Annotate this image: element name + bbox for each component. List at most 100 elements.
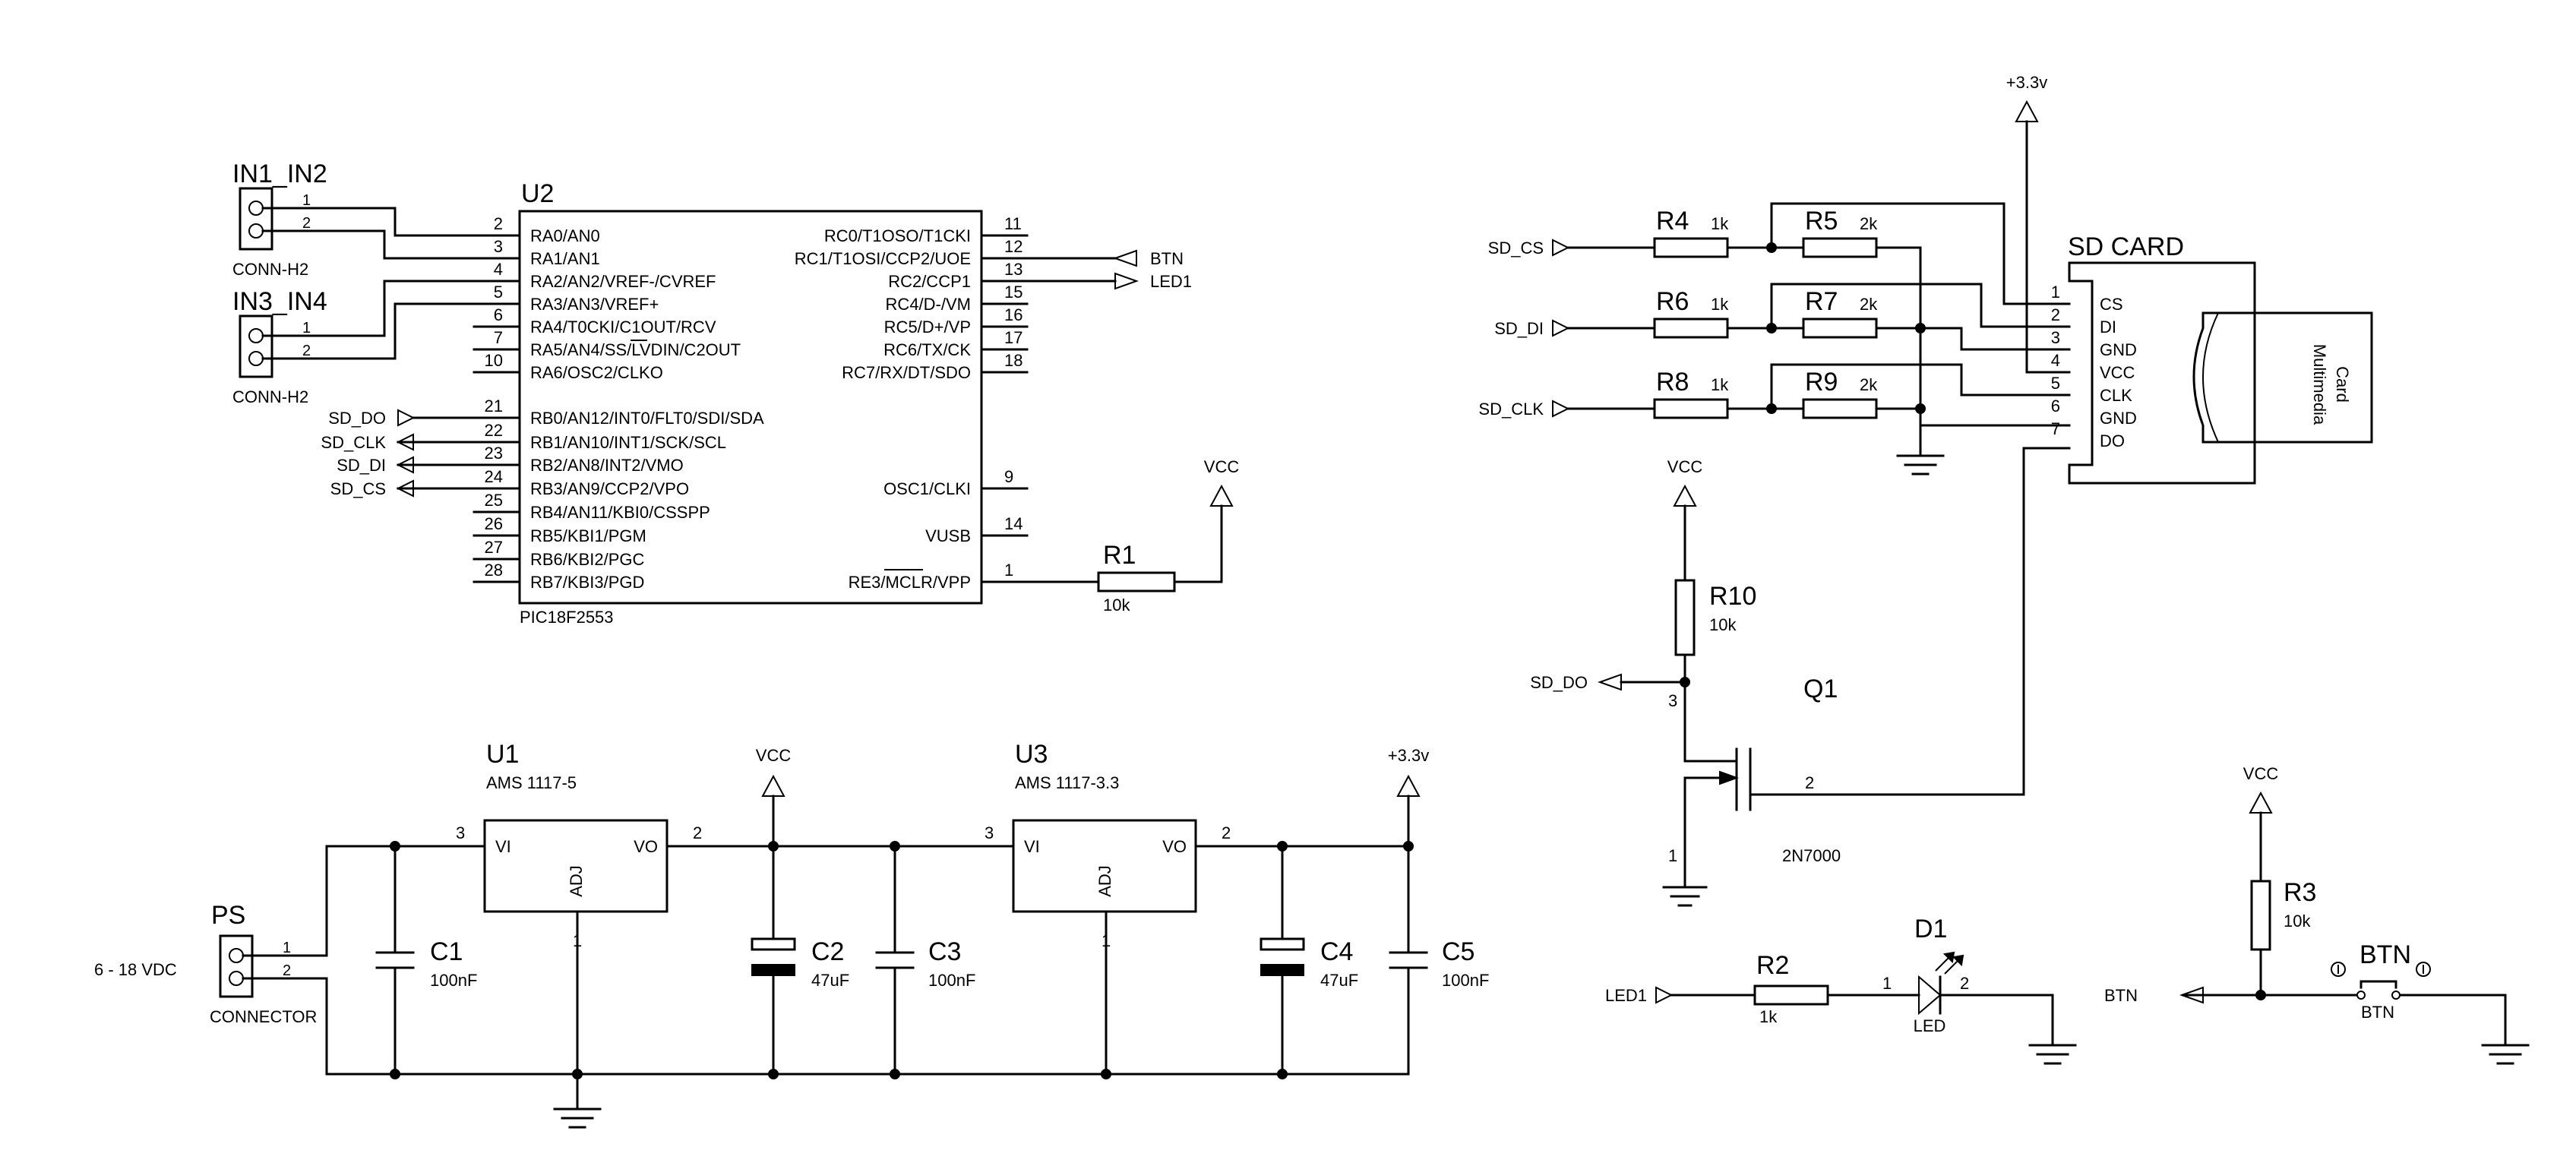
- pin-label: OSC1/CLKI: [883, 479, 971, 498]
- net-flag: [1552, 400, 1570, 418]
- net-label-sd-clk: SD_CLK: [321, 433, 386, 452]
- vcc-label: VCC: [2243, 764, 2279, 783]
- pin-hole: [248, 351, 264, 366]
- u2-left-pin-numbers: 2 3 4 5 6 7 10 21 22 23 24 25 26 27 28: [485, 214, 503, 580]
- pin-number: 22: [485, 421, 503, 440]
- u3-adj: ADJ: [1095, 865, 1114, 897]
- pin-label: RA5/AN4/SS/LVDIN/C2OUT: [530, 340, 741, 359]
- c4-value: 47uF: [1320, 971, 1358, 990]
- sd-pin-label: CLK: [2100, 386, 2132, 405]
- regulator-u1: U1 AMS 1117-5 VI VO ADJ 3 2 1: [456, 740, 702, 1076]
- net-label-sd-di: SD_DI: [1494, 319, 1544, 338]
- vcc-label: VCC: [756, 746, 792, 765]
- pin-number: 3: [494, 237, 503, 256]
- net-label-sd-di: SD_DI: [337, 456, 386, 475]
- pin-number: 23: [485, 444, 503, 463]
- u2-ref: U2: [521, 179, 554, 208]
- net-label-sd-cs: SD_CS: [1488, 239, 1544, 258]
- u2-left-pin-labels: RA0/AN0 RA1/AN1 RA2/AN2/VREF-/CVREF RA3/…: [530, 226, 764, 592]
- r6-ref: R6: [1656, 287, 1689, 316]
- capacitor-c4: C4 47uF: [1260, 845, 1358, 1076]
- junction-dots: [390, 841, 1414, 1079]
- pin-label: RB6/KBI2/PGC: [530, 550, 645, 569]
- mosfet-arrow-icon: [1719, 770, 1739, 785]
- r2-value: 1k: [1759, 1007, 1778, 1026]
- u1-vi: VI: [495, 837, 511, 856]
- capacitor-c3: C3 100nF: [875, 845, 975, 1076]
- in12-ref: IN1_IN2: [232, 160, 327, 188]
- pin-number: 2: [283, 962, 291, 979]
- sd-pin-number: 2: [2051, 305, 2060, 324]
- r6-value: 1k: [1711, 295, 1729, 314]
- vcc-label: VCC: [1667, 457, 1703, 476]
- pin-label: RA0/AN0: [530, 226, 600, 245]
- u2-right-pin-labels: RC0/T1OSO/T1CKI RC1/T1OSI/CCP2/UOE RC2/C…: [795, 226, 972, 592]
- net-flag: [397, 409, 416, 427]
- net-flag: [1114, 272, 1139, 290]
- u2-part: PIC18F2553: [520, 608, 614, 627]
- d1-ref: D1: [1914, 915, 1947, 943]
- net-flag: [1113, 249, 1137, 267]
- sd-pin-label: CS: [2100, 295, 2123, 314]
- pin-number: 18: [1004, 351, 1022, 370]
- r9-value: 2k: [1860, 375, 1878, 394]
- pin-number: 24: [485, 467, 503, 486]
- pin-label: RC5/D+/VP: [884, 318, 971, 337]
- pin-number: 1: [1668, 846, 1677, 865]
- pin-number: 3: [1668, 691, 1677, 710]
- pin-hole: [229, 971, 244, 986]
- pin-number: 2: [693, 823, 702, 842]
- r2-ref: R2: [1756, 951, 1789, 980]
- pin-number: 27: [485, 538, 503, 557]
- pin-number: 16: [1004, 305, 1022, 324]
- transistor-q1: VCC R10 10k SD_DO 3 2 1 Q1 2N7000: [1530, 457, 1841, 907]
- vcc-arrow-icon: [1673, 484, 1697, 507]
- c2-ref: C2: [811, 937, 844, 966]
- pin-number: 25: [485, 491, 503, 510]
- c2-value: 47uF: [811, 971, 849, 990]
- pin-hole: [248, 328, 264, 343]
- u3-vo: VO: [1162, 837, 1187, 856]
- resistor-r1: VCC R1 10k: [1026, 457, 1239, 615]
- sd-pin-label: DO: [2100, 431, 2125, 450]
- sd-card-section: SD CARD Multimedia Card CS DI GND VCC CL…: [1478, 73, 2373, 796]
- pin-label: RB1/AN10/INT1/SCK/SCL: [530, 433, 726, 452]
- regulator-u3: U3 AMS 1117-3.3 VI VO ADJ 3 2 1: [985, 740, 1231, 1076]
- vcc-arrow-icon: [761, 774, 785, 797]
- r7-value: 2k: [1860, 295, 1878, 314]
- switch-contact: [2356, 991, 2366, 1000]
- pin-label: VUSB: [925, 526, 971, 545]
- card-slot-edge: [2202, 312, 2219, 443]
- u2-sd-net-labels: SD_DO SD_CLK SD_DI SD_CS: [321, 409, 476, 498]
- light-arrow-icon: [1952, 954, 1964, 967]
- pin-label: RC2/CCP1: [888, 272, 971, 291]
- r5-value: 2k: [1860, 214, 1878, 233]
- led-d1: LED1 R2 1k D1 LED 1 2: [1605, 915, 2077, 1065]
- u1-vo: VO: [634, 837, 658, 856]
- microcontroller-u2: U2 PIC18F2553 2 3 4 5 6 7: [473, 179, 1029, 627]
- v33-arrow-icon: [1396, 774, 1421, 797]
- pin-label: RB0/AN12/INT0/FLT0/SDI/SDA: [530, 409, 764, 428]
- pin-label: RA4/T0CKI/C1OUT/RCV: [530, 318, 716, 337]
- net-label-sd-cs: SD_CS: [330, 479, 386, 498]
- vcc-arrow-icon: [1209, 484, 1234, 507]
- pin-number: 2: [1960, 974, 1969, 993]
- r1-ref: R1: [1103, 541, 1136, 570]
- r1-value: 10k: [1103, 596, 1130, 615]
- v33-arrow-icon: [2015, 100, 2039, 122]
- pin-number: 2: [302, 215, 311, 232]
- c3-value: 100nF: [928, 971, 975, 990]
- net-flag: [1552, 239, 1570, 257]
- ps-type: CONNECTOR: [210, 1007, 317, 1026]
- pin-number: 28: [485, 561, 503, 580]
- sd-pin-label: VCC: [2100, 363, 2135, 382]
- u2-right-pin-lines: [980, 234, 1029, 583]
- led-triangle-icon: [1918, 975, 1942, 1016]
- pin-number: 3: [985, 823, 994, 842]
- q1-ref: Q1: [1803, 675, 1838, 703]
- c5-value: 100nF: [1442, 971, 1489, 990]
- pin-label: RC7/RX/DT/SDO: [842, 363, 971, 382]
- c1-value: 100nF: [430, 971, 477, 990]
- pin-number: 4: [494, 260, 503, 279]
